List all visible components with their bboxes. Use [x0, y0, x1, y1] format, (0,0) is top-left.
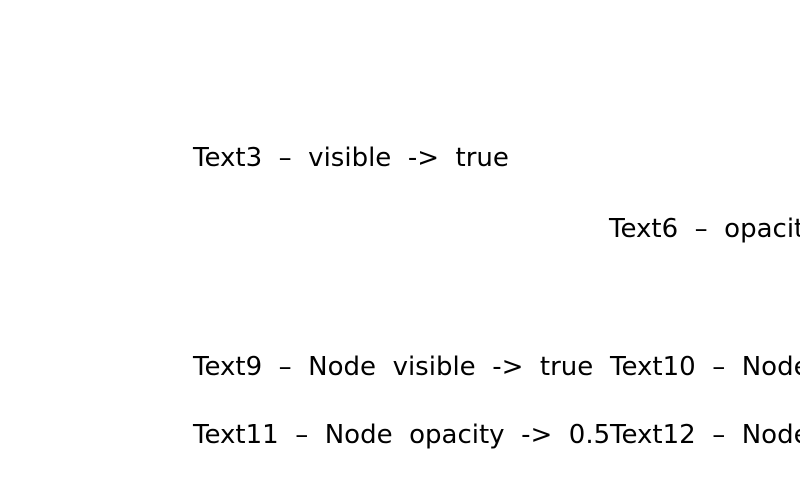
text-label-text9[interactable]: Text9 – Node visible -> true [193, 352, 594, 382]
text-label-text12[interactable]: Text12 – Node opacity -> 1.0 [610, 422, 800, 448]
text-label-text6[interactable]: Text6 – opacity -> 0.5 [609, 216, 800, 242]
text-label-text11[interactable]: Text11 – Node opacity -> 0.5 [193, 420, 611, 450]
text-label-text3[interactable]: Text3 – visible -> true [193, 143, 509, 173]
text-label-text10[interactable]: Text10 – Node visible -> false [610, 354, 800, 380]
